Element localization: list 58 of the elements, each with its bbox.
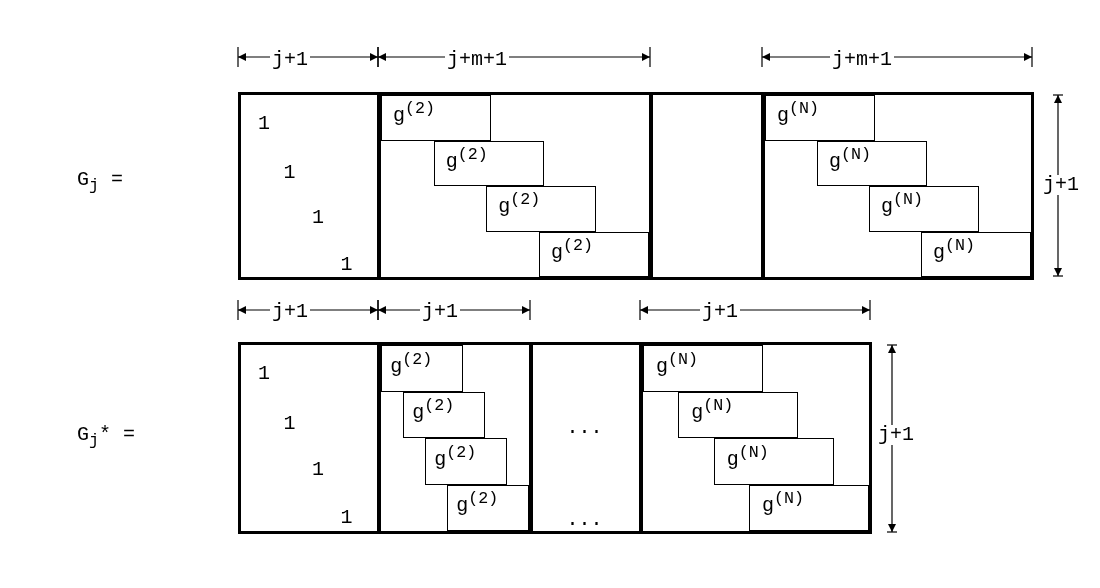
submatrix-box (713, 438, 834, 485)
submatrix-box (403, 391, 485, 438)
submatrix-box (765, 95, 875, 141)
empty-matrix-block (650, 92, 764, 280)
submatrix-box (643, 345, 763, 392)
matrix-block (238, 92, 380, 280)
submatrix-label: g$^{(N)}$ (829, 146, 871, 172)
matrix-entry: 1 (258, 364, 271, 385)
matrix-entry: ... (566, 510, 603, 531)
matrix-entry: 1 (312, 460, 324, 481)
submatrix-label: g$^{(2)}$ (412, 398, 455, 423)
matrix-block (530, 342, 642, 534)
submatrix-label: g$^{(N)}$ (656, 351, 698, 377)
submatrix-box (486, 186, 597, 232)
matrix-block (238, 342, 380, 534)
dimension-label: j+1 (876, 425, 916, 445)
submatrix-label: g$^{(N)}$ (762, 491, 804, 516)
matrix-block (762, 92, 1034, 280)
submatrix-label: g$^{(2)}$ (445, 146, 488, 172)
submatrix-label: g$^{(2)}$ (456, 491, 499, 516)
submatrix-box (433, 140, 544, 186)
matrix-entry: ... (566, 417, 603, 438)
submatrix-label: g$^{(2)}$ (390, 351, 433, 377)
matrix-block (640, 342, 872, 534)
submatrix-box (678, 391, 799, 438)
dimension-label: j+1 (700, 302, 740, 322)
matrix-entry: 1 (283, 162, 296, 183)
submatrix-label: g$^{(2)}$ (434, 444, 477, 470)
submatrix-label: g$^{(N)}$ (933, 237, 975, 263)
matrix-block (378, 92, 652, 280)
submatrix-box (749, 484, 869, 531)
matrix-entry: 1 (283, 414, 296, 435)
submatrix-label: g$^{(N)}$ (777, 101, 819, 127)
submatrix-label: g$^{(N)}$ (726, 444, 769, 470)
submatrix-box (869, 186, 979, 232)
dimension-label: j+1 (1041, 175, 1081, 195)
dimension-label: j+1 (270, 50, 310, 70)
submatrix-label: g$^{(2)}$ (393, 101, 435, 127)
dimension-label: j+1 (270, 302, 310, 322)
submatrix-box (921, 231, 1031, 277)
submatrix-box (381, 345, 463, 392)
submatrix-box (381, 95, 491, 141)
matrix-block (378, 342, 532, 534)
submatrix-label: g$^{(N)}$ (691, 398, 734, 423)
dimension-label: j+m+1 (830, 50, 894, 70)
submatrix-box (425, 438, 507, 485)
submatrix-box (817, 140, 927, 186)
matrix-entry: 1 (258, 113, 271, 134)
dimension-label: j+1 (420, 302, 460, 322)
matrix-entry: 1 (312, 207, 324, 228)
matrix-entry: 1 (340, 508, 353, 529)
dimension-label: j+m+1 (445, 50, 509, 70)
matrix-entry: 1 (340, 254, 353, 275)
submatrix-label: g$^{(2)}$ (498, 192, 541, 218)
submatrix-box (447, 484, 529, 531)
submatrix-box (539, 231, 649, 277)
submatrix-label: g$^{(N)}$ (881, 192, 923, 218)
submatrix-label: g$^{(2)}$ (551, 237, 593, 263)
